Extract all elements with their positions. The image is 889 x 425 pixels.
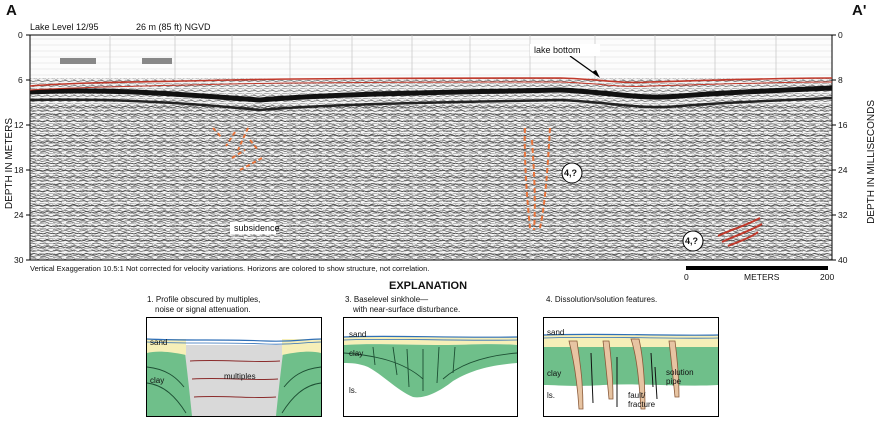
panel1-multiples-label: multiples xyxy=(224,372,256,381)
panel2-diagram xyxy=(343,317,518,417)
panel3-pipe-word: pipe xyxy=(666,377,682,386)
panel3-solution-pipe-label: solution pipe xyxy=(666,368,694,386)
explanation-title: EXPLANATION xyxy=(389,280,468,292)
panel1-diagram xyxy=(146,317,322,417)
feature-circle-a xyxy=(561,162,583,184)
left-tick-24: 24 xyxy=(14,210,24,220)
lake-level-label: Lake Level 12/95 xyxy=(30,22,99,32)
panel3-sand-label: sand xyxy=(547,328,565,337)
panel1-sand-label: sand xyxy=(150,338,168,347)
feature-label-b: 4,? xyxy=(685,236,699,246)
panel2-caption: 3. Baselevel sinkhole— with near-surface… xyxy=(345,295,460,315)
panel2-ls-label: ls. xyxy=(349,386,357,395)
subsidence-label: subsidence xyxy=(234,223,280,233)
scale-unit: METERS xyxy=(744,272,780,282)
left-tick-12: 12 xyxy=(14,120,24,130)
right-tick-8: 8 xyxy=(838,75,843,85)
panel1-caption-line2: noise or signal attenuation. xyxy=(155,305,251,314)
left-tick-6: 6 xyxy=(18,75,23,85)
subsidence-label-bg xyxy=(230,222,276,234)
right-tick-16: 16 xyxy=(838,120,848,130)
ngvd-level-label: 26 m (85 ft) NGVD xyxy=(136,22,211,32)
bottom-reflector xyxy=(29,85,833,103)
panel3-caption: 4. Dissolution/solution features. xyxy=(546,295,658,304)
panel3-fault-word: fault/ xyxy=(628,391,646,400)
panel1-clay-label: clay xyxy=(150,376,165,385)
panel2-caption-line1: 3. Baselevel sinkhole— xyxy=(345,295,429,304)
right-tick-24: 24 xyxy=(838,165,848,175)
panel3-fracture-word: fracture xyxy=(628,400,656,409)
panel2-clay-label: clay xyxy=(349,349,364,358)
profile-frame xyxy=(26,34,836,261)
right-tick-40: 40 xyxy=(838,255,848,265)
profile-footnote: Vertical Exaggeration 10.5:1 Not correct… xyxy=(30,264,430,273)
scale-bar xyxy=(686,266,828,270)
panel2-sand-label: sand xyxy=(349,330,367,339)
panel3-ls-label: ls. xyxy=(547,391,555,400)
panel1-multiples-zone xyxy=(182,345,286,416)
right-tick-32: 32 xyxy=(838,210,848,220)
orange-pipe-mid xyxy=(523,127,551,231)
feature-label-a: 4,? xyxy=(564,168,578,178)
red-feature-right xyxy=(717,217,763,247)
lake-bottom-label-bg xyxy=(530,44,600,56)
orange-horizons-left xyxy=(212,127,263,171)
left-tick-0: 0 xyxy=(18,30,23,40)
panel1-caption-line1: 1. Profile obscured by multiples, xyxy=(147,295,261,304)
endpoint-left-label: A xyxy=(6,2,17,19)
panel3-fault-fracture-label: fault/ fracture xyxy=(628,391,655,409)
surface-marker-left xyxy=(60,58,96,64)
surface-marker-mid xyxy=(142,58,172,64)
endpoint-right-label: A' xyxy=(852,2,867,19)
scale-start: 0 xyxy=(684,272,689,282)
panel2-caption-line2: with near-surface disturbance. xyxy=(353,305,461,314)
panel3-solution-word: solution xyxy=(666,368,694,377)
lake-bottom-label: lake bottom xyxy=(534,45,581,55)
lake-bottom-horizon xyxy=(29,77,833,87)
panel1-caption: 1. Profile obscured by multiples, noise … xyxy=(147,295,260,315)
right-tick-0: 0 xyxy=(838,30,843,40)
left-tick-30: 30 xyxy=(14,255,24,265)
scale-end: 200 xyxy=(820,272,835,282)
seismic-profile xyxy=(26,34,836,261)
panel3-diagram xyxy=(543,317,719,417)
left-tick-18: 18 xyxy=(14,165,24,175)
panel3-clay-label: clay xyxy=(547,369,562,378)
feature-circle-b xyxy=(682,230,704,252)
